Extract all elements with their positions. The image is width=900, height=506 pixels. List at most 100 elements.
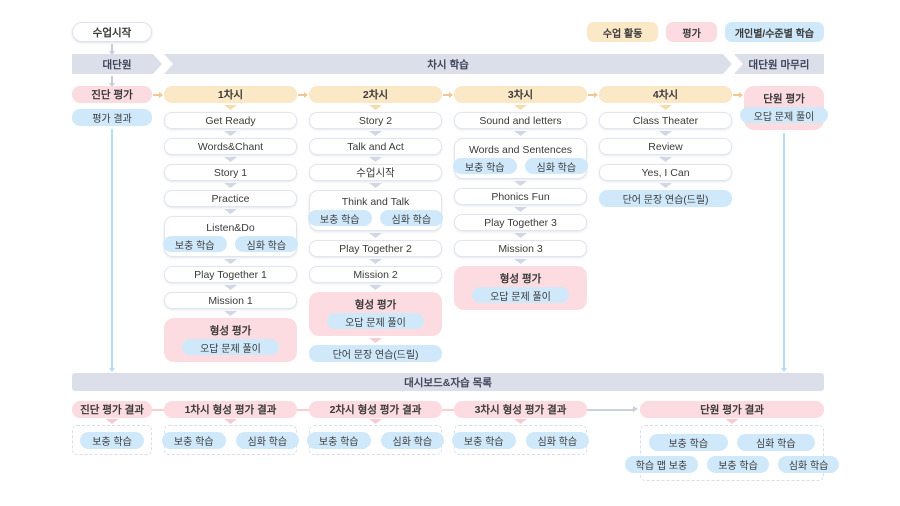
lesson-columns: 진단 평가 평가 결과 1차시 Get Ready Words&Chant St…	[72, 86, 829, 362]
chevron-down-icon	[514, 181, 527, 186]
chevron-down-icon	[224, 419, 237, 424]
result-unit-eval: 단원 평가 결과 보충 학습 심화 학습 학습 맵 보충 보충 학습 심화 학습	[587, 401, 840, 481]
result-lesson-2: 2차시 형성 평가 결과 보충 학습 심화 학습	[297, 401, 445, 455]
level-pill: 심화 학습	[379, 210, 444, 226]
result-lesson-1: 1차시 형성 평가 결과 보충 학습 심화 학습	[152, 401, 300, 455]
result-diagnostic: 진단 평가 결과 보충 학습	[72, 401, 152, 455]
flow-node: Play Together 1	[164, 266, 297, 283]
chevron-down-icon	[369, 259, 382, 264]
unit-eval-node: 단원 평가 오답 문제 풀이	[739, 86, 829, 130]
column-unit-eval: 단원 평가 오답 문제 풀이	[733, 86, 829, 130]
lesson-2-header: 2차시	[309, 86, 442, 103]
chevron-down-icon	[514, 419, 527, 424]
result-title: 1차시 형성 평가 결과	[164, 401, 297, 418]
column-lesson-2: 2차시 Story 2 Talk and Act 수업시작 Think and …	[298, 86, 444, 362]
arrow-down-icon	[783, 133, 785, 368]
chevron-down-icon	[659, 105, 672, 110]
band-unit: 대단원	[72, 54, 162, 74]
wrong-answer-pill: 오답 문제 풀이	[182, 339, 279, 355]
level-pill: 보충 학습	[307, 210, 372, 226]
flow-node: Play Together 3	[454, 214, 587, 231]
chevron-down-icon	[369, 233, 382, 238]
level-pill: 보충 학습	[649, 433, 728, 451]
arrow-down-icon	[111, 44, 113, 51]
drill-node: 단어 문장 연습(드릴)	[599, 190, 732, 207]
legend-activity: 수업 활동	[586, 22, 659, 42]
column-lesson-4: 4차시 Class Theater Review Yes, I Can 단어 문…	[588, 86, 732, 207]
level-pill: 보충 학습	[162, 236, 227, 252]
flow-node-title: Think and Talk	[341, 195, 410, 208]
dashboard-bar: 대시보드&자습 목록	[72, 373, 824, 391]
chevron-down-icon	[514, 207, 527, 212]
level-pill: 심화 학습	[736, 433, 815, 451]
result-lesson-3: 3차시 형성 평가 결과 보충 학습 심화 학습	[442, 401, 590, 455]
chevron-down-icon	[224, 105, 237, 110]
flow-node-title: Listen&Do	[206, 221, 255, 234]
level-options-box: 보충 학습 심화 학습 학습 맵 보충 보충 학습 심화 학습	[624, 425, 840, 481]
level-options-box: 보충 학습 심화 학습	[306, 425, 445, 455]
class-start-node: 수업시작	[72, 22, 152, 42]
flow-node: Review	[599, 138, 732, 155]
legend: 수업 활동 평가 개인별/수준별 학습	[586, 22, 824, 42]
level-options-box: 보충 학습	[72, 425, 152, 455]
legend-individual-learning: 개인별/수준별 학습	[724, 22, 824, 42]
level-pill: 심화 학습	[777, 455, 840, 473]
chevron-down-icon	[514, 233, 527, 238]
wrong-answer-pill: 오답 문제 풀이	[739, 107, 829, 123]
result-title: 2차시 형성 평가 결과	[309, 401, 442, 418]
formative-eval-title: 형성 평가	[209, 324, 252, 337]
chevron-down-icon	[514, 131, 527, 136]
flow-node: Story 2	[309, 112, 442, 129]
formative-eval-title: 형성 평가	[354, 298, 397, 311]
flow-node: Practice	[164, 190, 297, 207]
flow-node: Play Together 2	[309, 240, 442, 257]
level-pill: 심화 학습	[380, 431, 445, 449]
level-pill: 보충 학습	[306, 431, 371, 449]
flow-node: Mission 3	[454, 240, 587, 257]
flow-node: Yes, I Can	[599, 164, 732, 181]
chevron-down-icon	[369, 157, 382, 162]
flow-node: Phonics Fun	[454, 188, 587, 205]
chevron-down-icon	[224, 311, 237, 316]
level-options-box: 보충 학습 심화 학습	[161, 425, 300, 455]
column-diagnostic: 진단 평가 평가 결과	[72, 86, 152, 126]
chevron-down-icon	[514, 259, 527, 264]
flow-node: Mission 1	[164, 292, 297, 309]
chevron-down-icon	[369, 285, 382, 290]
flow-node-title: Words and Sentences	[468, 143, 573, 156]
eval-result-node: 평가 결과	[72, 109, 152, 126]
lesson-4-header: 4차시	[599, 86, 732, 103]
chevron-down-icon	[224, 157, 237, 162]
results-row: 진단 평가 결과 보충 학습 1차시 형성 평가 결과 보충 학습 심화 학습 …	[72, 401, 840, 481]
chevron-down-icon	[369, 105, 382, 110]
formative-eval-node: 형성 평가 오답 문제 풀이	[454, 266, 587, 310]
arrow-down-icon	[111, 129, 113, 368]
flow-node: 수업시작	[309, 164, 442, 181]
level-options-box: 보충 학습 심화 학습	[451, 425, 590, 455]
level-pill: 심화 학습	[235, 431, 300, 449]
drill-node: 단어 문장 연습(드릴)	[309, 345, 442, 362]
chevron-down-icon	[369, 131, 382, 136]
chevron-down-icon	[224, 285, 237, 290]
flow-node: Words&Chant	[164, 138, 297, 155]
level-pill: 학습 맵 보충	[624, 455, 699, 473]
flow-node: Sound and letters	[454, 112, 587, 129]
formative-eval-node: 형성 평가 오답 문제 풀이	[309, 292, 442, 336]
chevron-down-icon	[659, 183, 672, 188]
level-pill: 보충 학습	[707, 455, 769, 473]
chevron-down-icon	[224, 259, 237, 264]
wrong-answer-pill: 오답 문제 풀이	[327, 313, 424, 329]
arrow-down-icon	[111, 76, 113, 83]
formative-eval-title: 형성 평가	[499, 272, 542, 285]
chevron-down-icon	[369, 338, 382, 343]
legend-evaluation: 평가	[666, 22, 717, 42]
result-title: 단원 평가 결과	[640, 401, 824, 418]
unit-eval-title: 단원 평가	[763, 92, 805, 105]
chevron-down-icon	[659, 131, 672, 136]
chevron-down-icon	[224, 131, 237, 136]
chevron-down-icon	[369, 419, 382, 424]
band-lesson-learning: 차시 학습	[164, 54, 732, 74]
level-pill: 보충 학습	[161, 431, 226, 449]
diagnostic-eval-node: 진단 평가	[72, 86, 152, 103]
lesson-3-header: 3차시	[454, 86, 587, 103]
